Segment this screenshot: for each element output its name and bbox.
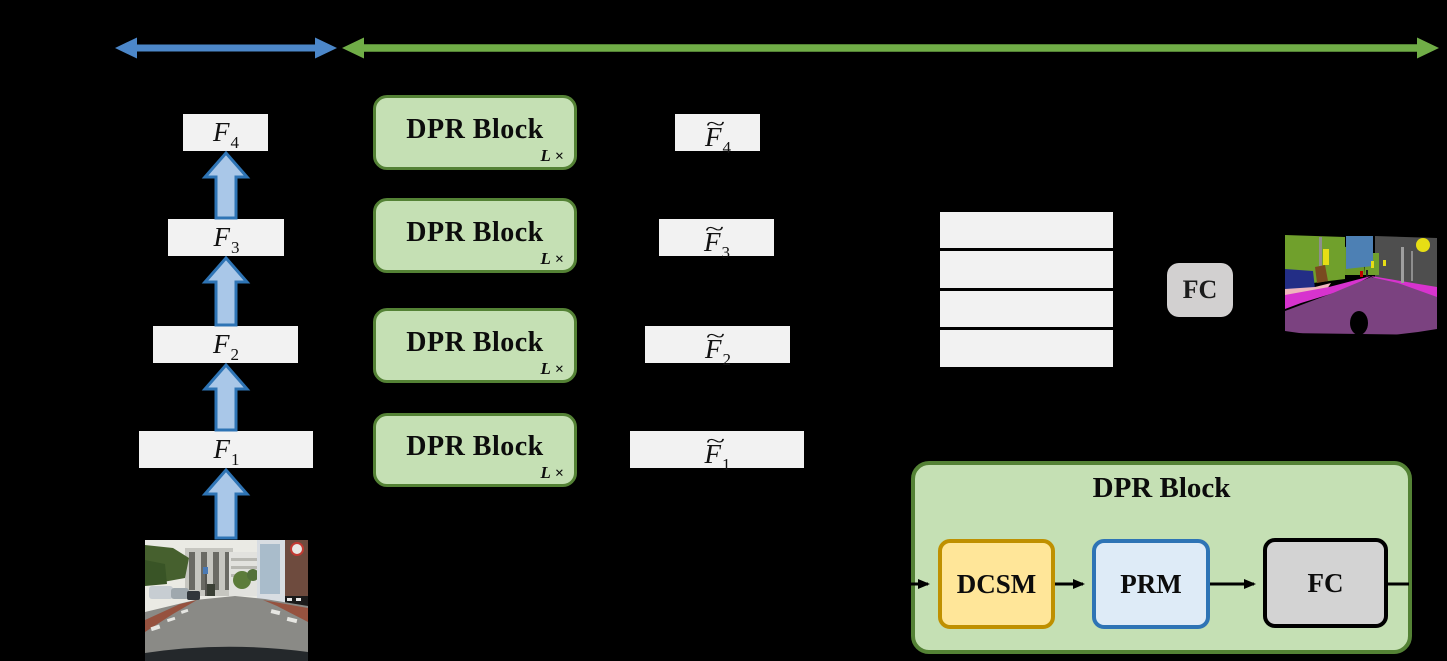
feature-label-f2: F2 bbox=[213, 329, 239, 364]
decoded-feature-box-f2: ~F2 bbox=[645, 323, 790, 369]
repeat-count: L× bbox=[540, 359, 564, 378]
decoded-feature-box-f3: ~F3 bbox=[659, 216, 774, 262]
feature-box-f4: F4 bbox=[183, 114, 268, 151]
dpr-block-4: DPR Block L× bbox=[373, 95, 577, 170]
decoded-label-f4: ~F4 bbox=[705, 111, 731, 157]
decoder-span-arrow bbox=[342, 37, 1439, 59]
feature-label-f3: F3 bbox=[213, 222, 240, 257]
feature-box-f1: F1 bbox=[139, 431, 313, 468]
feature-box-f2: F2 bbox=[153, 326, 298, 363]
output-segmentation-image bbox=[1283, 231, 1439, 343]
fused-feature-row bbox=[940, 212, 1113, 248]
dpr-block-3: DPR Block L× bbox=[373, 198, 577, 273]
dcsm-module: DCSM bbox=[938, 539, 1055, 629]
flow-connectors bbox=[268, 128, 1276, 455]
feature-label-f1: F1 bbox=[213, 434, 240, 469]
up-arrow bbox=[201, 150, 251, 220]
decoded-feature-box-f1: ~F1 bbox=[630, 428, 804, 474]
feature-label-f4: F4 bbox=[213, 117, 239, 152]
up-arrow bbox=[201, 255, 251, 327]
dpr-detail-title: DPR Block bbox=[1092, 472, 1231, 504]
repeat-count: L× bbox=[540, 249, 564, 268]
decoded-label-f3: ~F3 bbox=[704, 216, 730, 262]
up-arrow bbox=[201, 362, 251, 432]
decoded-feature-box-f4: ~F4 bbox=[675, 111, 760, 157]
fc-module: FC bbox=[1263, 538, 1388, 628]
up-arrow bbox=[201, 467, 251, 540]
encoder-span-arrow bbox=[115, 37, 337, 59]
prm-module: PRM bbox=[1092, 539, 1210, 629]
repeat-count: L× bbox=[540, 146, 564, 165]
dpr-block-1: DPR Block L× bbox=[373, 413, 577, 487]
fused-feature-row bbox=[940, 330, 1113, 367]
decoded-label-f1: ~F1 bbox=[704, 428, 731, 474]
input-street-image bbox=[145, 540, 308, 661]
repeat-count: L× bbox=[540, 463, 564, 482]
feature-box-f3: F3 bbox=[168, 219, 284, 256]
fused-feature-row bbox=[940, 291, 1113, 327]
segmentation-illustration bbox=[1283, 231, 1439, 343]
fused-feature-row bbox=[940, 251, 1113, 288]
fc-head-box: FC bbox=[1167, 263, 1233, 317]
decoded-label-f2: ~F2 bbox=[705, 323, 731, 369]
dpr-block-2: DPR Block L× bbox=[373, 308, 577, 383]
street-photo-illustration bbox=[145, 540, 308, 661]
